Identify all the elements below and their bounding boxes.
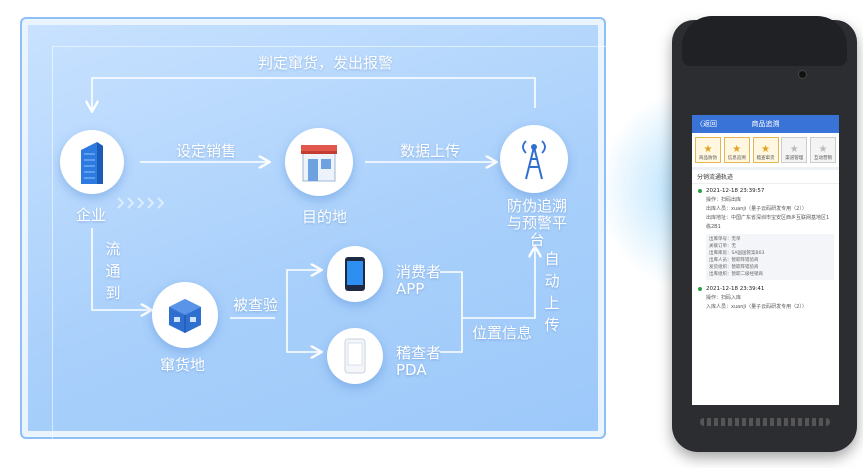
screen-header: 〈返回 商品追溯	[692, 115, 839, 133]
destination-label: 目的地	[302, 208, 348, 226]
tab-inspection[interactable]: ★稽查窜货	[752, 137, 779, 163]
phone-top-bezel	[682, 16, 847, 66]
arrow-auto-upload-label: 自动上传	[544, 250, 560, 334]
branch-down-line	[286, 318, 320, 352]
store-icon	[301, 145, 337, 182]
building-icon	[81, 142, 103, 184]
camera-icon	[798, 70, 807, 79]
consumer-app-label: 消费者 APP	[396, 263, 442, 298]
arrow-data-upload-label: 数据上传	[400, 142, 461, 160]
star-icon: ★	[789, 144, 799, 155]
section-title: 分销流通轨迹	[692, 167, 839, 184]
tab-channel[interactable]: ★渠道管理	[781, 137, 808, 163]
arrow-flow-to-line	[91, 228, 150, 310]
timeline-dot	[698, 287, 702, 291]
signal-tower-icon	[522, 140, 546, 180]
back-button[interactable]: 〈返回	[696, 120, 717, 128]
chevron-row	[117, 197, 165, 209]
tab-marketing[interactable]: ★互动营销	[810, 137, 836, 163]
star-icon: ★	[703, 144, 713, 155]
platform-label: 防伪追溯与预警平台	[506, 197, 567, 249]
enterprise-label: 企业	[76, 206, 107, 224]
diagram-panel	[20, 17, 614, 446]
arrow-flow-to-label: 流通到	[105, 240, 121, 302]
diversion-site-node	[152, 282, 218, 348]
destination-node	[285, 128, 353, 196]
diversion-site-label: 窜货地	[160, 356, 206, 374]
consumer-app-node	[327, 246, 383, 302]
pda-device-icon	[344, 338, 366, 374]
screen-title: 商品追溯	[751, 120, 780, 128]
pda-phone: 〈返回 商品追溯 ★商品防伪 ★信息追溯 ★稽查窜货 ★渠道管理 ★互动营销 分…	[672, 16, 857, 452]
speaker-grille	[700, 418, 830, 426]
arrow-position-label: 位置信息	[472, 324, 533, 342]
timeline-dot	[698, 189, 702, 193]
record-time: 2021-12-18 23:39:57	[706, 188, 765, 194]
record-item: 2021-12-18 23:39:41 操作：扫码入库 入库人员：xuanji（…	[692, 282, 839, 312]
inspector-pda-label: 稽查者 PDA	[396, 344, 442, 379]
tab-trace[interactable]: ★信息追溯	[723, 137, 750, 163]
record-item: 2021-12-18 23:39:57 操作：扫码出库 出库人员：xuanji（…	[692, 184, 839, 280]
star-icon: ★	[732, 144, 742, 155]
arrow-top-label: 判定窜货，发出报警	[258, 54, 394, 72]
arrow-top-line	[92, 77, 536, 110]
inspector-pda-node	[327, 328, 383, 384]
merge-line	[462, 248, 535, 319]
warehouse-box-icon	[169, 299, 201, 333]
feature-tabs: ★商品防伪 ★信息追溯 ★稽查窜货 ★渠道管理 ★互动营销	[692, 133, 839, 167]
tab-anti-counterfeit[interactable]: ★商品防伪	[695, 137, 721, 163]
record-time: 2021-12-18 23:39:41	[706, 286, 765, 292]
star-icon: ★	[818, 144, 828, 155]
smartphone-icon	[345, 257, 365, 291]
enterprise-node	[60, 130, 124, 194]
platform-node	[500, 125, 568, 193]
arrow-set-sale-label: 设定销售	[176, 142, 237, 160]
phone-screen: 〈返回 商品追溯 ★商品防伪 ★信息追溯 ★稽查窜货 ★渠道管理 ★互动营销 分…	[692, 115, 839, 405]
branch-up-line	[286, 270, 320, 318]
record-detail: 出库单号：无单 关联订单：无 出库库房：SA国国管案B03 出库人员：暂职阵错验…	[706, 234, 834, 280]
arrow-checked-label: 被查验	[233, 296, 279, 314]
app-to-merge-line	[440, 271, 463, 353]
star-icon: ★	[761, 144, 770, 155]
